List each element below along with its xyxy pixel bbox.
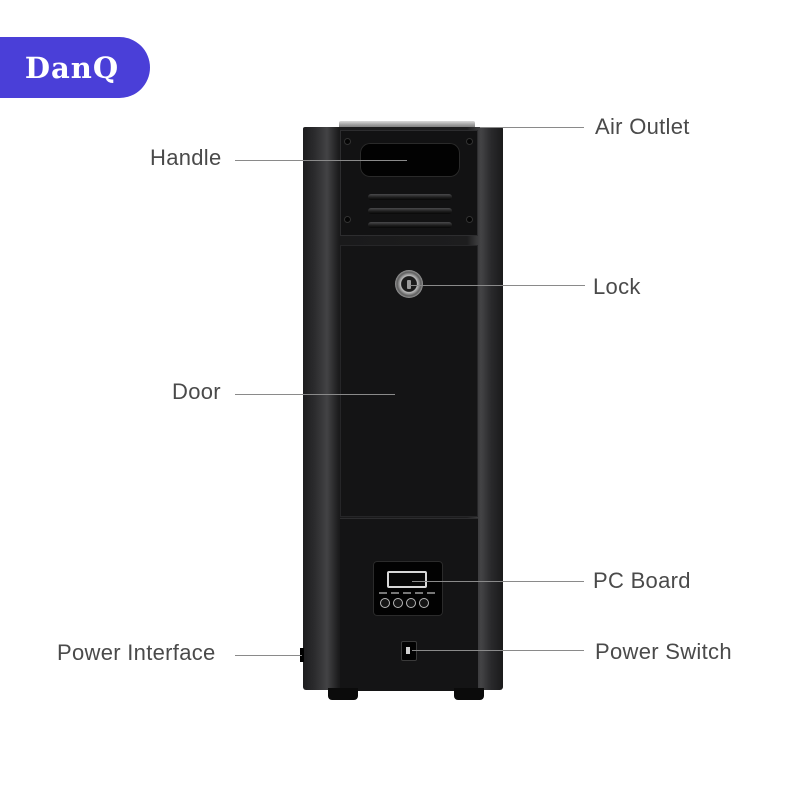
air-outlet-label: Air Outlet xyxy=(595,114,690,139)
power-switch-rocker xyxy=(401,641,417,661)
screw xyxy=(467,217,472,222)
lock-icon xyxy=(395,270,423,298)
brand-logo: DanQ xyxy=(0,37,150,98)
pc-board-button xyxy=(406,598,416,608)
screw xyxy=(345,139,350,144)
door-leader-line xyxy=(235,394,395,395)
power-switch-leader-line xyxy=(412,650,584,651)
air-outlet-leader-line xyxy=(480,127,584,128)
pc-board-button xyxy=(393,598,403,608)
pc-board-display xyxy=(387,571,427,588)
device-foot xyxy=(328,688,358,700)
pc-board-label: PC Board xyxy=(593,568,691,593)
vent-slot xyxy=(368,194,452,200)
vent-slot xyxy=(368,222,452,228)
brand-logo-text: DanQ xyxy=(24,50,120,85)
lock-leader-line xyxy=(410,285,585,286)
power-interface-label: Power Interface xyxy=(57,640,216,665)
air-outlet-cap xyxy=(339,121,475,130)
power-switch-label: Power Switch xyxy=(595,639,732,664)
screw xyxy=(345,217,350,222)
power-interface-leader-line xyxy=(235,655,302,656)
device-foot xyxy=(454,688,484,700)
pc-board-button-captions xyxy=(379,592,437,594)
vent-slot xyxy=(368,208,452,214)
pc-board-button xyxy=(380,598,390,608)
pc-board-button xyxy=(419,598,429,608)
pc-board-leader-line xyxy=(412,581,584,582)
handle-leader-line xyxy=(235,160,407,161)
power-interface-port xyxy=(300,648,304,662)
lock-label: Lock xyxy=(593,274,641,299)
door-label: Door xyxy=(172,379,221,404)
handle-label: Handle xyxy=(150,145,222,170)
screw xyxy=(467,139,472,144)
